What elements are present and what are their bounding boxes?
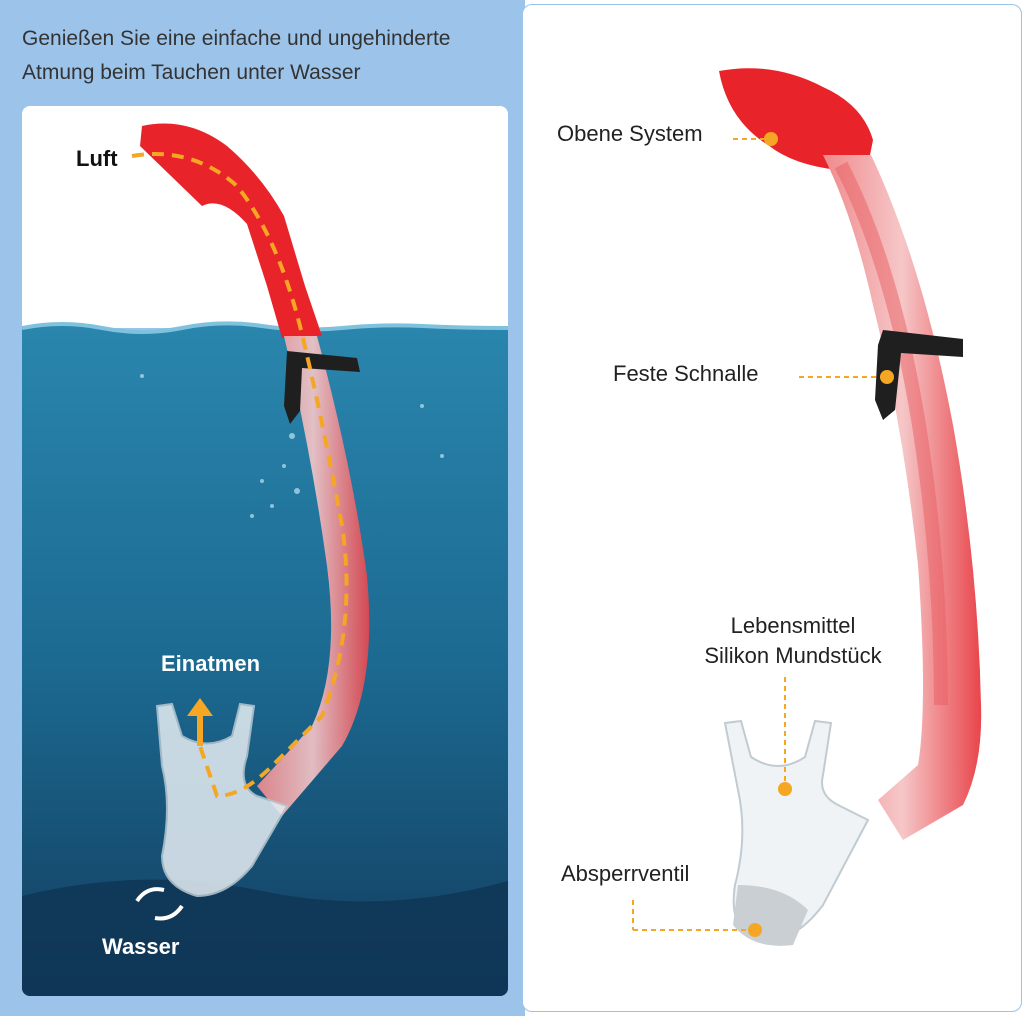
label-mouthpiece-line-2: Silikon Mundstück — [704, 643, 882, 668]
product-mouthpiece — [723, 719, 870, 942]
label-top-system: Obene System — [557, 121, 703, 146]
snorkel-clip — [284, 351, 360, 424]
label-water: Wasser — [102, 934, 180, 959]
label-fixed-buckle: Feste Schnalle — [613, 361, 759, 386]
snorkel-top — [140, 123, 322, 338]
product-clip — [875, 330, 963, 420]
headline-line-1: Genießen Sie eine einfache und ungehinde… — [22, 27, 451, 50]
snorkel-tube — [257, 336, 370, 816]
inhale-arrow-icon — [187, 698, 213, 746]
product-tube — [823, 155, 982, 840]
headline-line-2: Atmung beim Tauchen unter Wasser — [22, 61, 361, 84]
label-mouthpiece-line-1: Lebensmittel — [730, 613, 856, 638]
water-surface — [22, 321, 508, 334]
callout-dots — [748, 132, 894, 937]
water-swirl-icon — [135, 887, 184, 921]
seabed — [22, 879, 508, 996]
label-shutoff-valve: Absperrventil — [561, 861, 690, 886]
mouthpiece — [155, 702, 289, 898]
underwater-illustration — [22, 106, 508, 996]
label-mouthpiece: Lebensmittel Silikon Mundstück — [673, 613, 913, 669]
snorkel-product-illustration — [632, 68, 982, 946]
underwater-scene — [22, 106, 508, 996]
headline: Genießen Sie eine einfache und ungehinde… — [22, 22, 522, 90]
label-air: Luft — [76, 146, 118, 171]
right-panel: Obene System Feste Schnalle Lebensmittel… — [522, 4, 1022, 1012]
bubbles — [140, 374, 444, 518]
label-inhale: Einatmen — [161, 651, 261, 676]
product-top — [719, 68, 873, 170]
left-panel: Genießen Sie eine einfache und ungehinde… — [0, 0, 525, 1016]
water-area — [22, 323, 508, 996]
